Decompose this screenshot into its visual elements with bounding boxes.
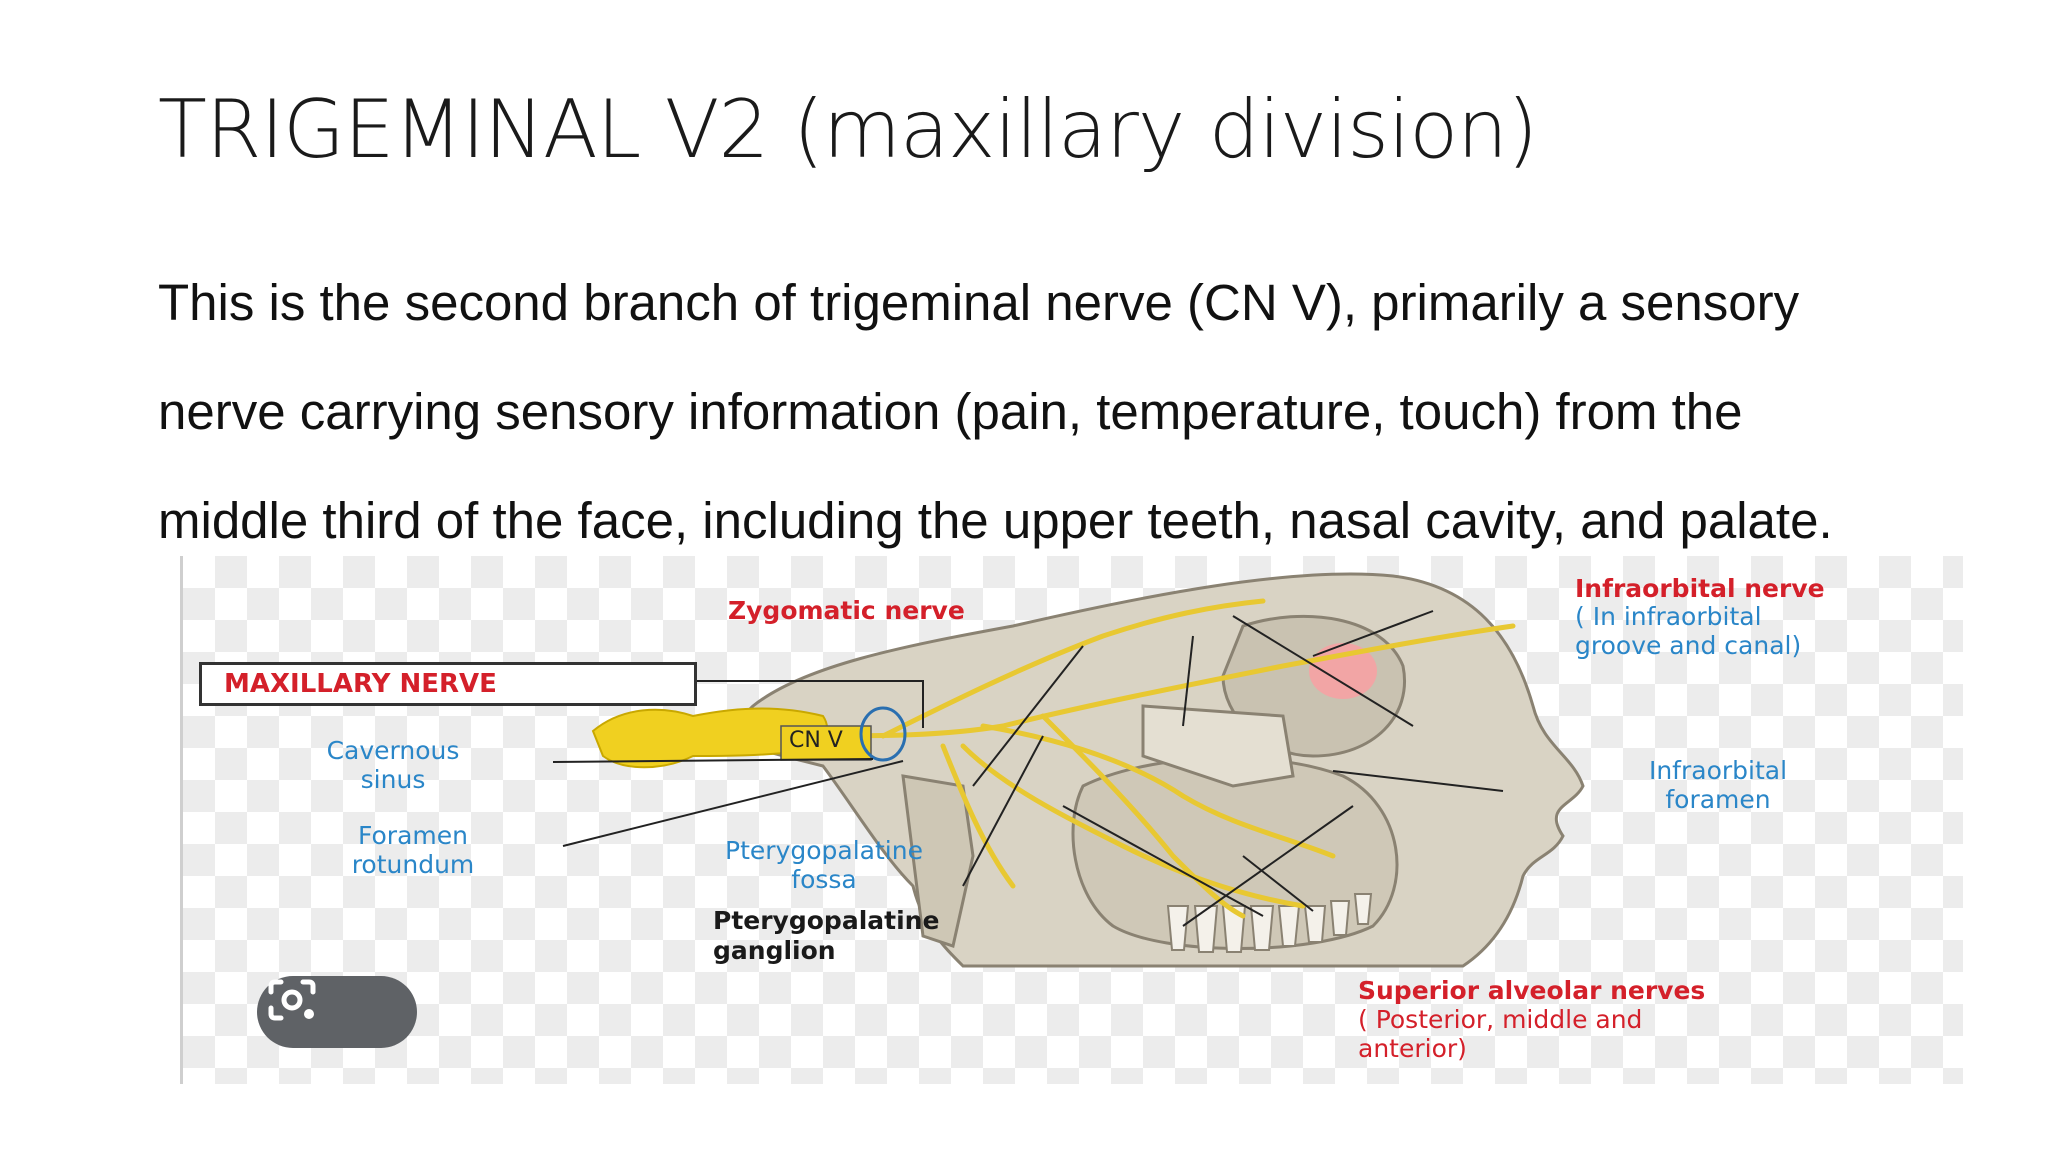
cavernous-sinus-label: Cavernous sinus: [293, 736, 493, 794]
maxillary-nerve-label: MAXILLARY NERVE: [199, 662, 697, 706]
camera-search-icon: [268, 979, 316, 1021]
foramen-rotundum-line-2: rotundum: [351, 850, 475, 879]
slide-body: This is the second branch of trigeminal …: [158, 248, 2018, 575]
leader-lines: [552, 610, 1504, 927]
maxillary-nerve-diagram: MAXILLARY NERVE Zygomatic nerve Infraorb…: [180, 556, 1963, 1084]
superior-alveolar-note-2: anterior): [1358, 1034, 1467, 1063]
cavernous-sinus-line-1: Cavernous: [326, 736, 460, 765]
slide-title: TRIGEMINAL V2 (maxillary division): [158, 83, 1538, 176]
pterygopalatine-ganglion-label: Pterygopalatine ganglion: [713, 906, 939, 966]
infraorbital-nerve-note-2: groove and canal): [1575, 631, 1802, 660]
pterygopalatine-fossa-line-1: Pterygopalatine: [725, 836, 923, 865]
cavernous-sinus-line-2: sinus: [360, 765, 426, 794]
cn-v-label: CN V: [789, 728, 843, 753]
foramen-ring: [859, 706, 907, 762]
foramen-rotundum-label: Foramen rotundum: [313, 821, 513, 879]
zygomatic-nerve-label: Zygomatic nerve: [728, 596, 965, 625]
pterygoid-plate: [901, 774, 975, 948]
infraorbital-foramen-label: Infraorbital foramen: [1593, 756, 1843, 814]
body-line-2: nerve carrying sensory information (pain…: [158, 383, 1743, 440]
infraorbital-foramen-line-1: Infraorbital: [1648, 756, 1788, 785]
zygomatic-arch: [1141, 704, 1295, 788]
upper-teeth: [1166, 893, 1373, 953]
camera-search-button[interactable]: [257, 976, 417, 1048]
pterygopalatine-fossa-line-2: fossa: [791, 865, 857, 894]
pterygopalatine-ganglion-line-2: ganglion: [713, 936, 836, 965]
infraorbital-nerve-label: Infraorbital nerve: [1575, 574, 1825, 603]
superior-alveolar-note-1: ( Posterior, middle and: [1358, 1005, 1643, 1034]
superior-alveolar-label: Superior alveolar nerves: [1358, 976, 1706, 1005]
body-line-1: This is the second branch of trigeminal …: [158, 274, 1800, 331]
foramen-rotundum-line-1: Foramen: [358, 821, 468, 850]
infraorbital-foramen-line-2: foramen: [1665, 785, 1771, 814]
skull-illustration: [552, 572, 1585, 968]
pterygopalatine-ganglion-line-1: Pterygopalatine: [713, 906, 940, 935]
pterygopalatine-fossa-label: Pterygopalatine fossa: [659, 836, 989, 894]
maxillary-nerve-branches: [800, 598, 1516, 919]
body-line-3: middle third of the face, including the …: [158, 492, 1833, 549]
infraorbital-nerve-note-1: ( In infraorbital: [1575, 602, 1762, 631]
